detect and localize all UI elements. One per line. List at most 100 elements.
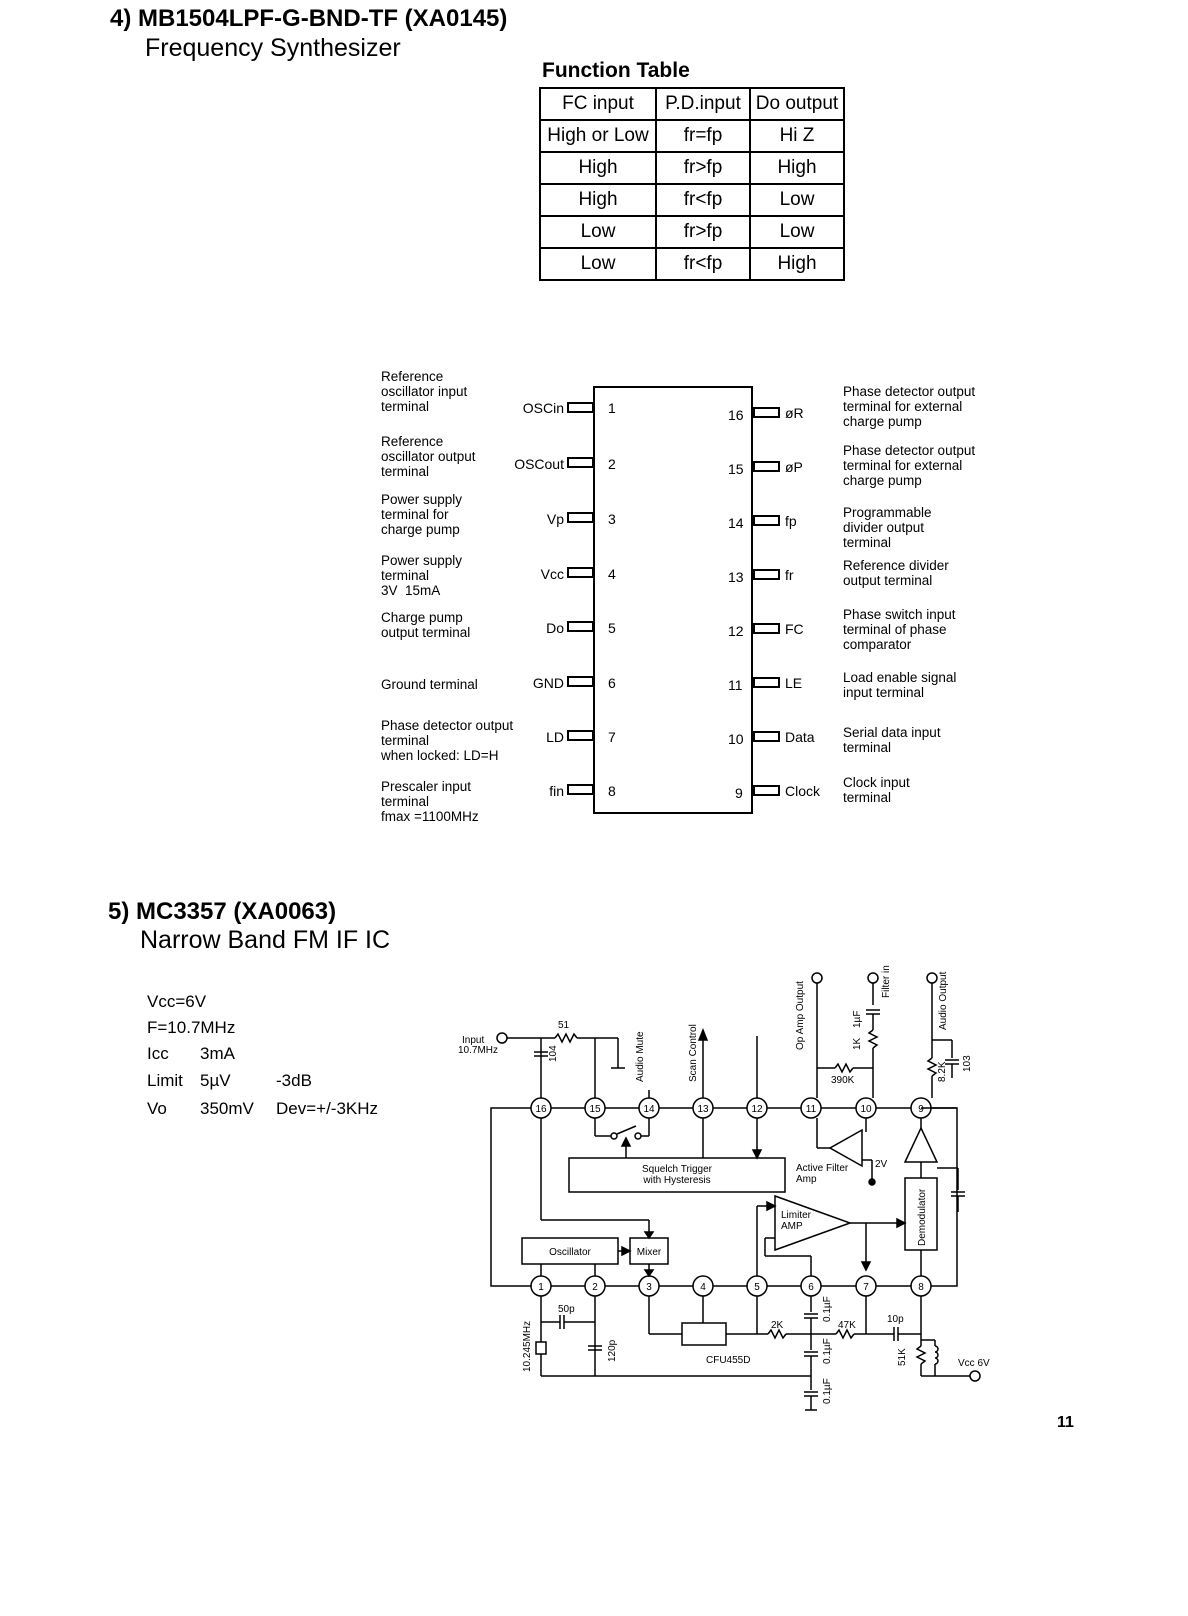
- squelch-labels: Squelch Trigger with Hysteresis: [642, 1164, 713, 1186]
- ic-pin-number: 14: [728, 515, 744, 531]
- resistor-8-2k: [926, 1057, 938, 1077]
- ic-pin-description: Charge pump output terminal: [381, 610, 471, 640]
- ic-pin-name: Data: [785, 729, 815, 745]
- switch-contact: [634, 1132, 642, 1140]
- spec-frequency: F=10.7MHz: [147, 1018, 236, 1037]
- squelch-trigger-block: [568, 1157, 786, 1193]
- pin-number: 8: [918, 1282, 924, 1293]
- pin-number: 1: [538, 1282, 544, 1293]
- mc3357-package-outline: [490, 1107, 958, 1287]
- resistor-2k-label: 2K: [771, 1320, 784, 1331]
- ic-pin-description: Prescaler input terminal fmax =1100MHz: [381, 779, 479, 824]
- limiter-labels: Limiter AMP: [781, 1210, 812, 1232]
- output-labels: Op Amp Output Filter in Audio Output 1µF…: [795, 965, 973, 1086]
- pin-number: 13: [697, 1104, 709, 1115]
- ic-pin-number: 7: [608, 729, 616, 745]
- spec-icc-label: Icc: [147, 1044, 169, 1063]
- arrow-up-icon: [697, 1027, 709, 1041]
- pin-number: 14: [643, 1104, 655, 1115]
- function-table-header: Do output: [749, 87, 845, 121]
- ic-pin-name: øR: [785, 405, 804, 421]
- ic-pin-number: 13: [728, 569, 744, 585]
- ic-pin-description: Programmable divider output terminal: [843, 505, 932, 550]
- vcc-terminal: [969, 1370, 981, 1382]
- function-table-title: Function Table: [542, 59, 690, 82]
- ic-pin-lead: [567, 457, 594, 468]
- filter-in-terminal: [867, 972, 879, 984]
- function-table-cell: Hi Z: [749, 119, 845, 153]
- resistor-47k: [835, 1328, 855, 1340]
- ic-pin-name: fin: [549, 783, 564, 799]
- ic-pin-name: FC: [785, 621, 804, 637]
- function-table-cell: Low: [539, 247, 657, 281]
- ic-pin-lead: [567, 621, 594, 632]
- ic-pin-name: Vcc: [540, 566, 564, 582]
- scan-control-label: Scan Control: [688, 1024, 699, 1082]
- section-5-subtitle: Narrow Band FM IF IC: [140, 926, 391, 954]
- bias-point: [868, 1178, 876, 1186]
- arrow-right-icon: [766, 1200, 777, 1212]
- pin-number: 2: [592, 1282, 598, 1293]
- spec-icc-value: 3mA: [200, 1044, 235, 1063]
- crystal-label: 10.245MHz: [522, 1321, 533, 1372]
- limiter-label-1: Limiter: [781, 1210, 812, 1221]
- spec-limit-label: Limit: [147, 1071, 183, 1090]
- ic-pin-description: Serial data input terminal: [843, 725, 941, 755]
- demodulator-label: Demodulator: [917, 1188, 928, 1246]
- ic-pin-number: 4: [608, 566, 616, 582]
- active-filter-labels: Active Filter Amp 2V: [796, 1159, 888, 1185]
- ic-pin-number: 16: [728, 407, 744, 423]
- input-terminal: [496, 1032, 508, 1044]
- spec-limit-extra: -3dB: [276, 1071, 312, 1090]
- top-pin-circles: [530, 1097, 932, 1119]
- ic-pin-name: LE: [785, 675, 803, 691]
- resistor-51-label: 51: [558, 1020, 570, 1031]
- function-table-cell: fr=fp: [655, 119, 751, 153]
- ic-pin-description: Power supply terminal 3V 15mA: [381, 553, 463, 598]
- bottom-pin-circles: [530, 1275, 932, 1297]
- op-amp-output-terminal: [811, 972, 823, 984]
- pin-number: 6: [808, 1282, 814, 1293]
- arrow-down-icon: [643, 1231, 655, 1240]
- ic-package-body: [593, 386, 753, 814]
- ic-pin-description: Phase detector output terminal for exter…: [843, 443, 976, 488]
- spec-vcc: Vcc=6V: [147, 992, 207, 1011]
- ic-pin-lead: [567, 730, 594, 741]
- top-pin-numbers: 16 15 14 13 12 11 10 9: [535, 1104, 924, 1115]
- resistor-51: [554, 1032, 578, 1044]
- limiter-label-2: AMP: [781, 1221, 803, 1232]
- function-table-cell: fr>fp: [655, 151, 751, 185]
- input-labels: Input 10.7MHz 51 104: [458, 1020, 570, 1062]
- control-labels: Audio Mute Scan Control: [635, 1024, 699, 1082]
- capacitor-label: 0.1µF: [822, 1378, 833, 1404]
- page-number: 11: [1057, 1414, 1074, 1431]
- ic-pin-number: 6: [608, 675, 616, 691]
- audio-mute-label: Audio Mute: [635, 1031, 646, 1082]
- bottom-network-labels: 50p 10.245MHz 120p 2K CFU455D 0.1µF 0.1µ…: [522, 1296, 990, 1404]
- ic-pin-lead: [567, 402, 594, 413]
- demodulator-block: [904, 1177, 938, 1251]
- function-table-cell: High: [539, 183, 657, 217]
- resistor-51k-label: 51K: [897, 1348, 908, 1366]
- resistor-47k-label: 47K: [838, 1320, 856, 1331]
- squelch-label-1: Squelch Trigger: [642, 1164, 713, 1175]
- mixer-label: Mixer: [637, 1247, 662, 1258]
- ic-pin-lead: [567, 784, 594, 795]
- function-table-cell: High: [749, 247, 845, 281]
- ic-pin-number: 11: [728, 677, 743, 693]
- ic-pin-lead: [753, 407, 780, 418]
- oscillator-label: Oscillator: [549, 1247, 591, 1258]
- spec-vo-extra: Dev=+/-3KHz: [276, 1099, 379, 1118]
- limiter-amp: [774, 1194, 853, 1252]
- pin-number: 9: [918, 1104, 924, 1115]
- arrow-right-icon: [621, 1245, 632, 1257]
- vcc-6v-label: Vcc 6V: [958, 1358, 990, 1369]
- ic-pin-lead: [753, 569, 780, 580]
- pin-number: 10: [860, 1104, 872, 1115]
- function-table-cell: Low: [749, 215, 845, 249]
- arrow-down-icon: [751, 1149, 763, 1160]
- function-table-row: Low fr>fp Low: [539, 215, 845, 249]
- pin-number: 16: [535, 1104, 547, 1115]
- section-4-subtitle: Frequency Synthesizer: [145, 34, 401, 62]
